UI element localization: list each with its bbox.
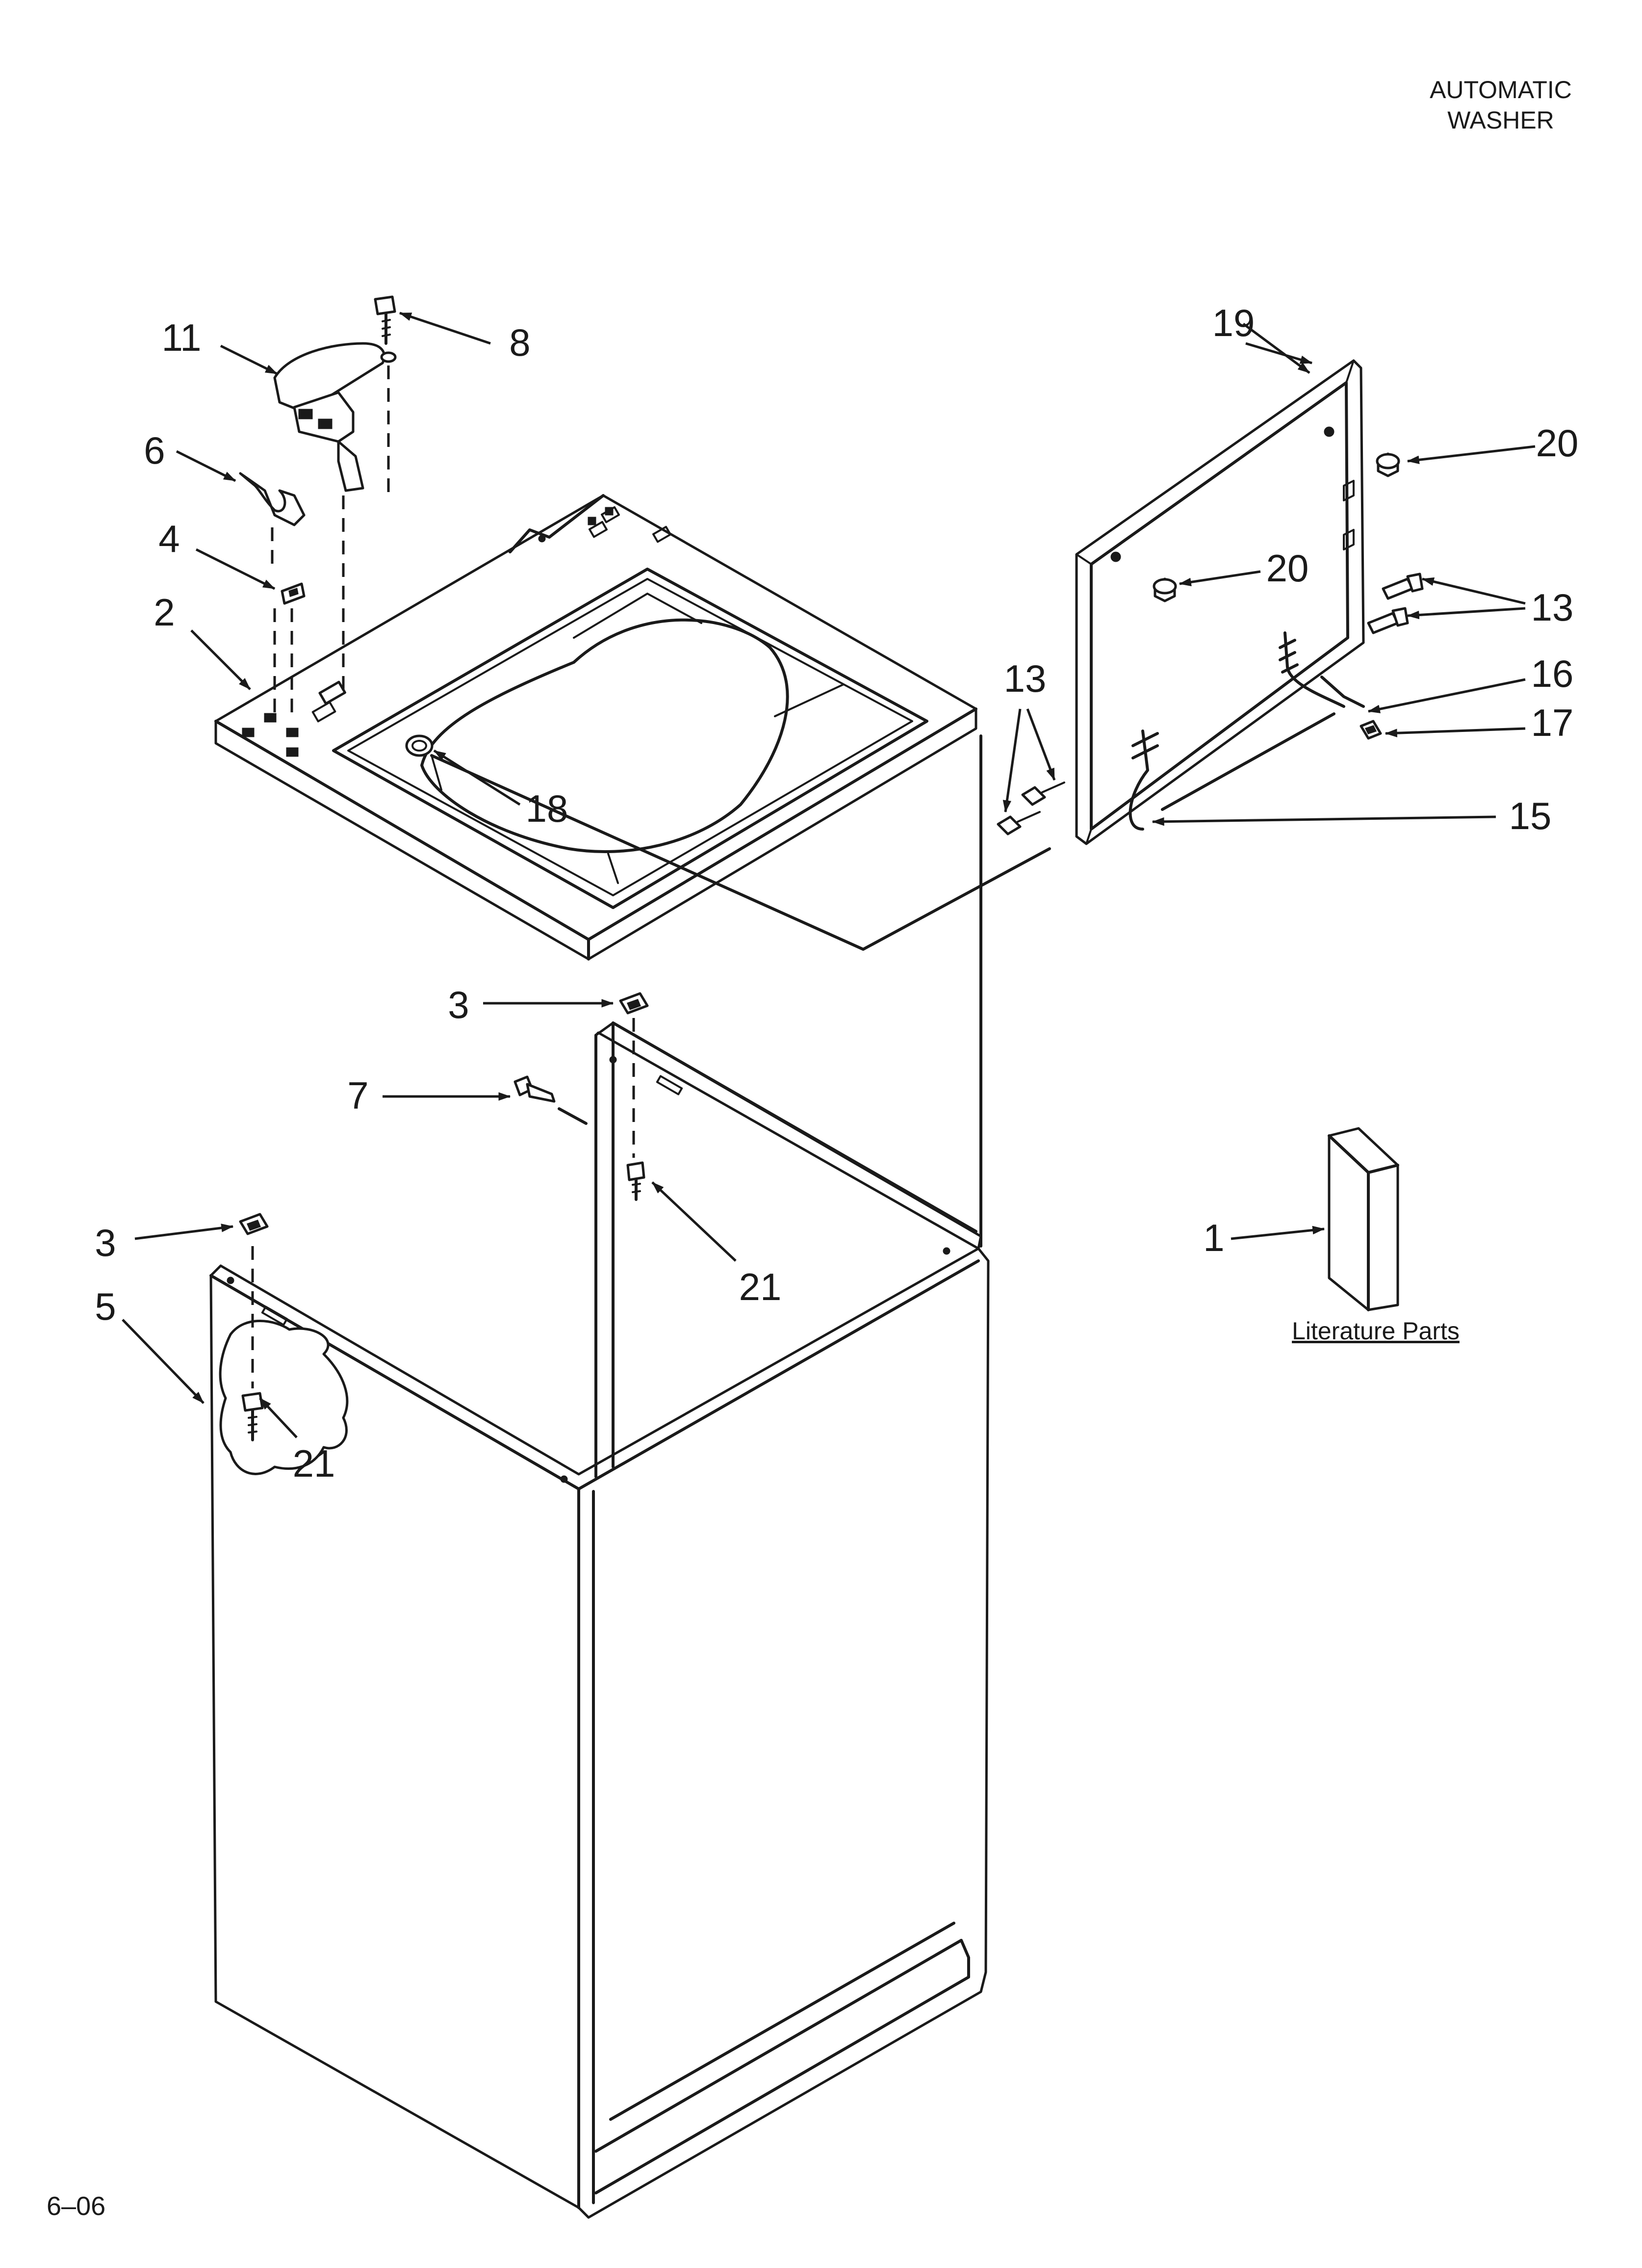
lid-switch-part-11: [273, 342, 386, 492]
callout-4: 4: [158, 517, 180, 560]
rear-panel-part-19: [1075, 359, 1365, 845]
screw-part-13-lower: [1367, 607, 1409, 634]
callout-16: 16: [1531, 652, 1574, 695]
callout-7: 7: [347, 1074, 368, 1117]
callout-13-left: 13: [1004, 657, 1047, 700]
callout-20-lower: 20: [1266, 547, 1309, 590]
clip-part-17: [1360, 720, 1382, 740]
header-line-2: WASHER: [1447, 106, 1554, 134]
screw-part-13-left-a: [1021, 782, 1065, 806]
callout-11: 11: [162, 316, 202, 359]
callout-5: 5: [95, 1285, 116, 1328]
callout-6: 6: [144, 429, 165, 472]
grommet-part-18: [405, 734, 434, 757]
leader-lines: [122, 312, 1536, 1438]
screw-part-21-rear: [626, 1161, 645, 1201]
callout-21-rear: 21: [739, 1265, 782, 1308]
callout-3-lower: 3: [95, 1221, 116, 1264]
literature-booklet-part-1: [1328, 1127, 1399, 1311]
clip-part-6: [239, 472, 306, 526]
screw-part-13-left-b: [997, 811, 1041, 835]
callout-15: 15: [1509, 794, 1552, 837]
callout-20-upper: 20: [1536, 421, 1579, 465]
header-line-1: AUTOMATIC: [1430, 76, 1572, 104]
top-cover: [214, 494, 977, 961]
callout-1: 1: [1203, 1216, 1224, 1259]
callout-13-right: 13: [1531, 586, 1574, 629]
footer-code: 6–06: [47, 2191, 105, 2221]
screw-part-8: [374, 295, 397, 363]
clip-part-3-rear: [619, 992, 649, 1015]
clip-part-3-left: [239, 1213, 269, 1235]
callout-2: 2: [154, 591, 175, 634]
screw-part-7: [513, 1075, 556, 1103]
plug-part-20-upper: [1376, 452, 1400, 477]
callout-17: 17: [1531, 701, 1574, 744]
bracket-part-4: [281, 582, 306, 605]
cabinet-part-5: [209, 1021, 990, 2219]
plug-part-20-lower: [1153, 577, 1177, 602]
callout-18: 18: [526, 787, 568, 830]
callout-21-cutaway: 21: [293, 1442, 335, 1485]
callout-3-upper: 3: [448, 983, 469, 1026]
callout-8: 8: [509, 321, 530, 364]
callout-19: 19: [1212, 301, 1255, 344]
screw-part-13-upper: [1382, 573, 1424, 600]
literature-parts-label: Literature Parts: [1292, 1317, 1460, 1345]
